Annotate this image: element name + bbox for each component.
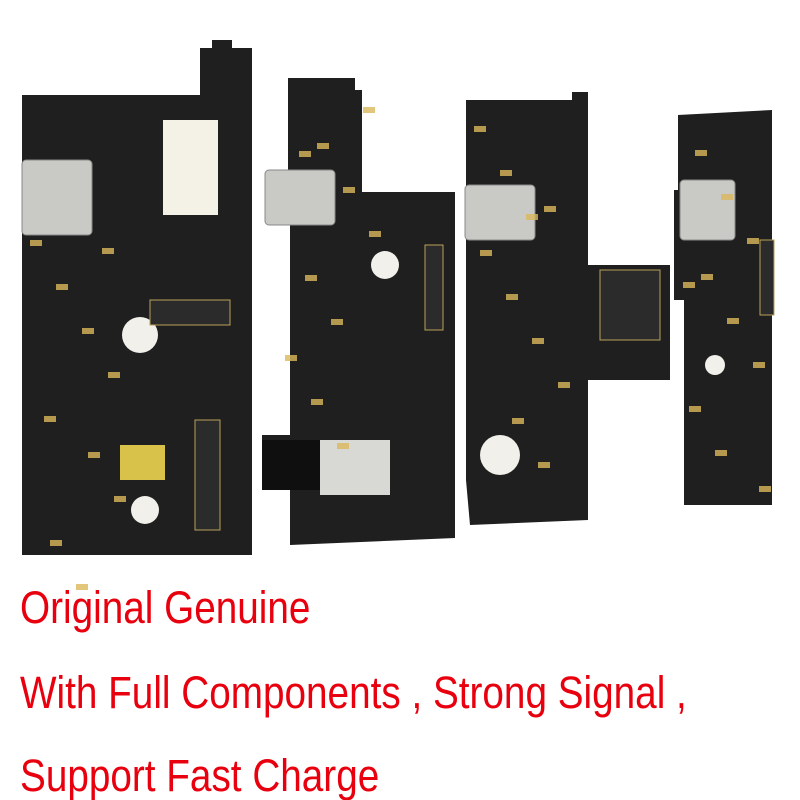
solder-pad (701, 274, 713, 280)
solder-pad (526, 214, 538, 220)
charging-board-4 (674, 110, 772, 505)
flex-connector (599, 269, 661, 341)
solder-pad (558, 382, 570, 388)
solder-pad (506, 294, 518, 300)
solder-pad (474, 126, 486, 132)
caption-fast-charge: Support Fast Charge (20, 750, 380, 800)
solder-pad (82, 328, 94, 334)
solder-pad (753, 362, 765, 368)
solder-pad (759, 486, 771, 492)
solder-pad (76, 584, 88, 590)
mount-hole (371, 251, 399, 279)
flex-connector (424, 244, 444, 331)
solder-pad (50, 540, 62, 546)
mount-hole (122, 317, 158, 353)
usb-port (679, 179, 736, 241)
solder-pad (343, 187, 355, 193)
solder-pad (56, 284, 68, 290)
solder-pad (102, 248, 114, 254)
usb-port (21, 159, 93, 236)
solder-pad (363, 107, 375, 113)
solder-pad (331, 319, 343, 325)
solder-pad (689, 406, 701, 412)
mount-hole (705, 355, 725, 375)
flex-connector (149, 299, 231, 326)
solder-pad (305, 275, 317, 281)
solder-pad (683, 282, 695, 288)
jack-shield (320, 440, 390, 495)
shield-pad (163, 120, 218, 215)
solder-pad (337, 443, 349, 449)
solder-pad (311, 399, 323, 405)
mount-hole (480, 435, 520, 475)
flex-connector (194, 419, 221, 531)
solder-pad (544, 206, 556, 212)
solder-pad (30, 240, 42, 246)
mount-hole (131, 496, 159, 524)
solder-pad (480, 250, 492, 256)
flex-connector (759, 239, 775, 316)
solder-pad (88, 452, 100, 458)
solder-pad (695, 150, 707, 156)
solder-pad (317, 143, 329, 149)
solder-pad (299, 151, 311, 157)
solder-pad (108, 372, 120, 378)
caption-full-components: With Full Components , Strong Signal , (20, 667, 687, 718)
solder-pad (721, 194, 733, 200)
usb-port (264, 169, 336, 226)
solder-pad (532, 338, 544, 344)
solder-pad (538, 462, 550, 468)
solder-pad (285, 355, 297, 361)
usb-port (464, 184, 536, 241)
solder-pad (500, 170, 512, 176)
gold-pad (120, 445, 165, 480)
caption-original-genuine: Original Genuine (20, 582, 311, 633)
solder-pad (114, 496, 126, 502)
solder-pad (715, 450, 727, 456)
solder-pad (369, 231, 381, 237)
solder-pad (512, 418, 524, 424)
solder-pad (44, 416, 56, 422)
solder-pad (747, 238, 759, 244)
solder-pad (727, 318, 739, 324)
